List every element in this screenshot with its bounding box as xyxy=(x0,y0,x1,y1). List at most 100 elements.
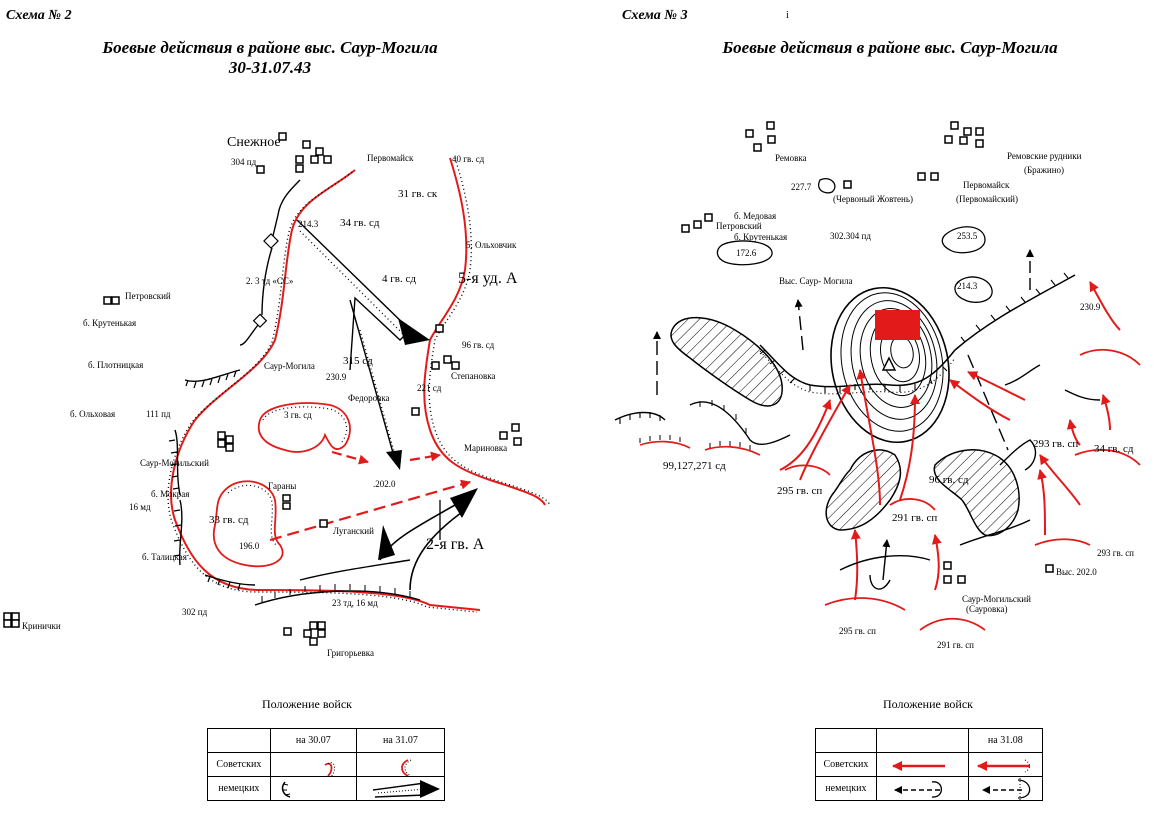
scheme3-header: Схема № 3 xyxy=(622,8,688,23)
label-33sd: 33 гв. сд xyxy=(209,514,249,526)
legend2-german-3007 xyxy=(269,776,357,801)
label-99sd: 99,127,271 сд xyxy=(663,460,726,472)
label-h1960: 196.0 xyxy=(239,541,260,551)
label-pervomaisk-2: Первомайск xyxy=(367,153,414,163)
label-h2143-3: 214.3 xyxy=(957,281,978,291)
label-h1726: 172.6 xyxy=(736,248,757,258)
label-luganskiy: Луганский xyxy=(333,526,374,536)
legend2-corner xyxy=(207,728,271,753)
label-medovaya: б. Медовая xyxy=(734,211,777,221)
label-krutenkaya-2: б. Крутенькая xyxy=(83,318,137,328)
scheme2-title-line1: Боевые действия в районе выс. Саур-Могил… xyxy=(102,38,438,57)
label-saur-mogila: Саур-Могила xyxy=(264,361,315,371)
scheme2-legend-table: на 30.07 на 31.07 Советских немецких xyxy=(207,728,446,801)
scheme2-header: Схема № 2 xyxy=(6,8,72,23)
label-3sd: 3 гв. сд xyxy=(284,410,312,420)
legend3-german-a xyxy=(875,776,969,801)
label-295sp-a: 295 гв. сп xyxy=(777,485,823,497)
label-petrovskiy-3: Петровский xyxy=(716,221,762,231)
label-pervomaisk-3: Первомайск xyxy=(963,180,1010,190)
label-mokraya: б. Мокрая xyxy=(151,489,190,499)
label-vys-saur: Выс. Саур- Могила xyxy=(779,276,853,286)
scheme3-map xyxy=(614,178,1141,631)
label-293sp-b: 293 гв. сп xyxy=(1097,548,1135,558)
label-chervony: (Червоный Жовтень) xyxy=(833,194,913,204)
label-h2535: 253.5 xyxy=(957,231,978,241)
label-295sp-b: 295 гв. сп xyxy=(839,626,877,636)
label-304pd: 304 пд xyxy=(231,157,257,167)
label-h2020-2: .202.0 xyxy=(373,479,396,489)
label-2gvA: 2-я гв. А xyxy=(426,536,485,553)
label-krutenkaya-3: б. Крутенькая xyxy=(734,232,788,242)
soviet-attack-arrows xyxy=(779,281,1121,601)
legend2-col1: на 30.07 xyxy=(269,728,357,753)
legend2-german-3107 xyxy=(355,776,446,801)
scheme3-mark: і xyxy=(786,10,789,21)
label-4sd: 4 гв. сд xyxy=(382,273,416,285)
label-31sk: 31 гв. ск xyxy=(398,188,438,200)
label-saur-mogilskiy-2: Саур-Могильский xyxy=(140,458,209,468)
label-grigorievka: Григорьевка xyxy=(327,648,374,658)
legend2-row1: Советских xyxy=(207,752,271,777)
label-3td: 2. 3 тд «СС» xyxy=(246,276,294,286)
label-34sd-3: 34 гв. сд xyxy=(1094,443,1134,455)
flag-marker xyxy=(875,310,920,340)
label-302-304pd: 302.304 пд xyxy=(830,231,871,241)
label-221sd: 221 сд xyxy=(417,383,442,393)
legend3-row2: немецких xyxy=(815,776,877,801)
label-removka: Ремовка xyxy=(775,153,807,163)
label-h2309-2: 230.9 xyxy=(326,372,347,382)
label-291sp-b: 291 гв. сп xyxy=(937,640,975,650)
label-plotnitskaya: б. Плотницкая xyxy=(88,360,144,370)
label-293sp-a: 293 гв. сп xyxy=(1033,438,1079,450)
label-5ud: 5-я уд. А xyxy=(458,270,518,287)
scheme3-settlements xyxy=(681,121,1054,584)
scheme3-title: Боевые действия в районе выс. Саур-Могил… xyxy=(722,38,1058,57)
legend3-row1: Советских xyxy=(815,752,877,777)
label-302pd: 302 пд xyxy=(182,607,208,617)
label-saurovka: (Сауровка) xyxy=(966,604,1008,614)
scheme3-legend-table: на 31.08 Советских немецких xyxy=(815,728,1044,801)
scheme2-settlements xyxy=(3,132,522,646)
label-40sd: 40 гв. сд xyxy=(452,154,485,164)
scheme2-title: Боевые действия в районе выс. Саур-Могил… xyxy=(60,38,480,78)
scheme2-title-line2: 30-31.07.43 xyxy=(228,58,312,77)
legend2-row2: немецких xyxy=(207,776,271,801)
label-talitskaya: б. Талицкая xyxy=(142,552,187,562)
label-saur-mogilskiy-3: Саур-Могильский xyxy=(962,594,1031,604)
scheme2-legend-caption: Положение войск xyxy=(262,697,352,711)
label-olkhovaya: б. Ольховая xyxy=(70,409,116,419)
label-marinovka: Мариновка xyxy=(464,443,508,453)
label-pervomaiskiy: (Первомайский) xyxy=(956,194,1018,204)
label-111pd: 111 пд xyxy=(146,409,171,419)
label-16md: 16 мд xyxy=(129,502,151,512)
label-h2277: 227.7 xyxy=(791,182,812,192)
label-remov-rudniki: Ремовские рудники xyxy=(1007,151,1082,161)
label-96sd-2: 96 гв. сд xyxy=(462,340,495,350)
legend3-col1 xyxy=(875,728,969,753)
legend2-soviet-3007 xyxy=(269,752,357,777)
label-291sp-a: 291 гв. сп xyxy=(892,512,938,524)
label-fedorovka: Федоровка xyxy=(348,393,390,403)
scheme3-legend-caption: Положение войск xyxy=(883,697,973,711)
legend3-corner xyxy=(815,728,877,753)
label-brazhino: (Бражино) xyxy=(1024,165,1065,175)
label-stepanovka: Степановка xyxy=(451,371,496,381)
label-krinichki: Кринички xyxy=(22,621,61,631)
label-23td: 23 тд, 16 мд xyxy=(332,598,378,608)
label-96sd-3: 96 гв. сд xyxy=(929,474,969,486)
label-snezhnoe: Снежное xyxy=(227,135,281,150)
label-petrovskiy-2: Петровский xyxy=(125,291,171,301)
legend3-soviet-a xyxy=(875,752,969,777)
legend2-soviet-3107 xyxy=(355,752,446,777)
legend3-col2: на 31.08 xyxy=(967,728,1044,753)
label-olkhovchik: 5. Ольховчик xyxy=(466,240,517,250)
label-h2143-2: 214.3 xyxy=(298,219,319,229)
scheme2-map xyxy=(167,157,551,613)
label-garany: Гараны xyxy=(268,481,297,491)
legend3-soviet-b xyxy=(967,752,1044,777)
label-315sd: 315 сд xyxy=(343,355,373,367)
legend2-col2: на 31.07 xyxy=(355,728,446,753)
label-34sd-2: 34 гв. сд xyxy=(340,217,380,229)
